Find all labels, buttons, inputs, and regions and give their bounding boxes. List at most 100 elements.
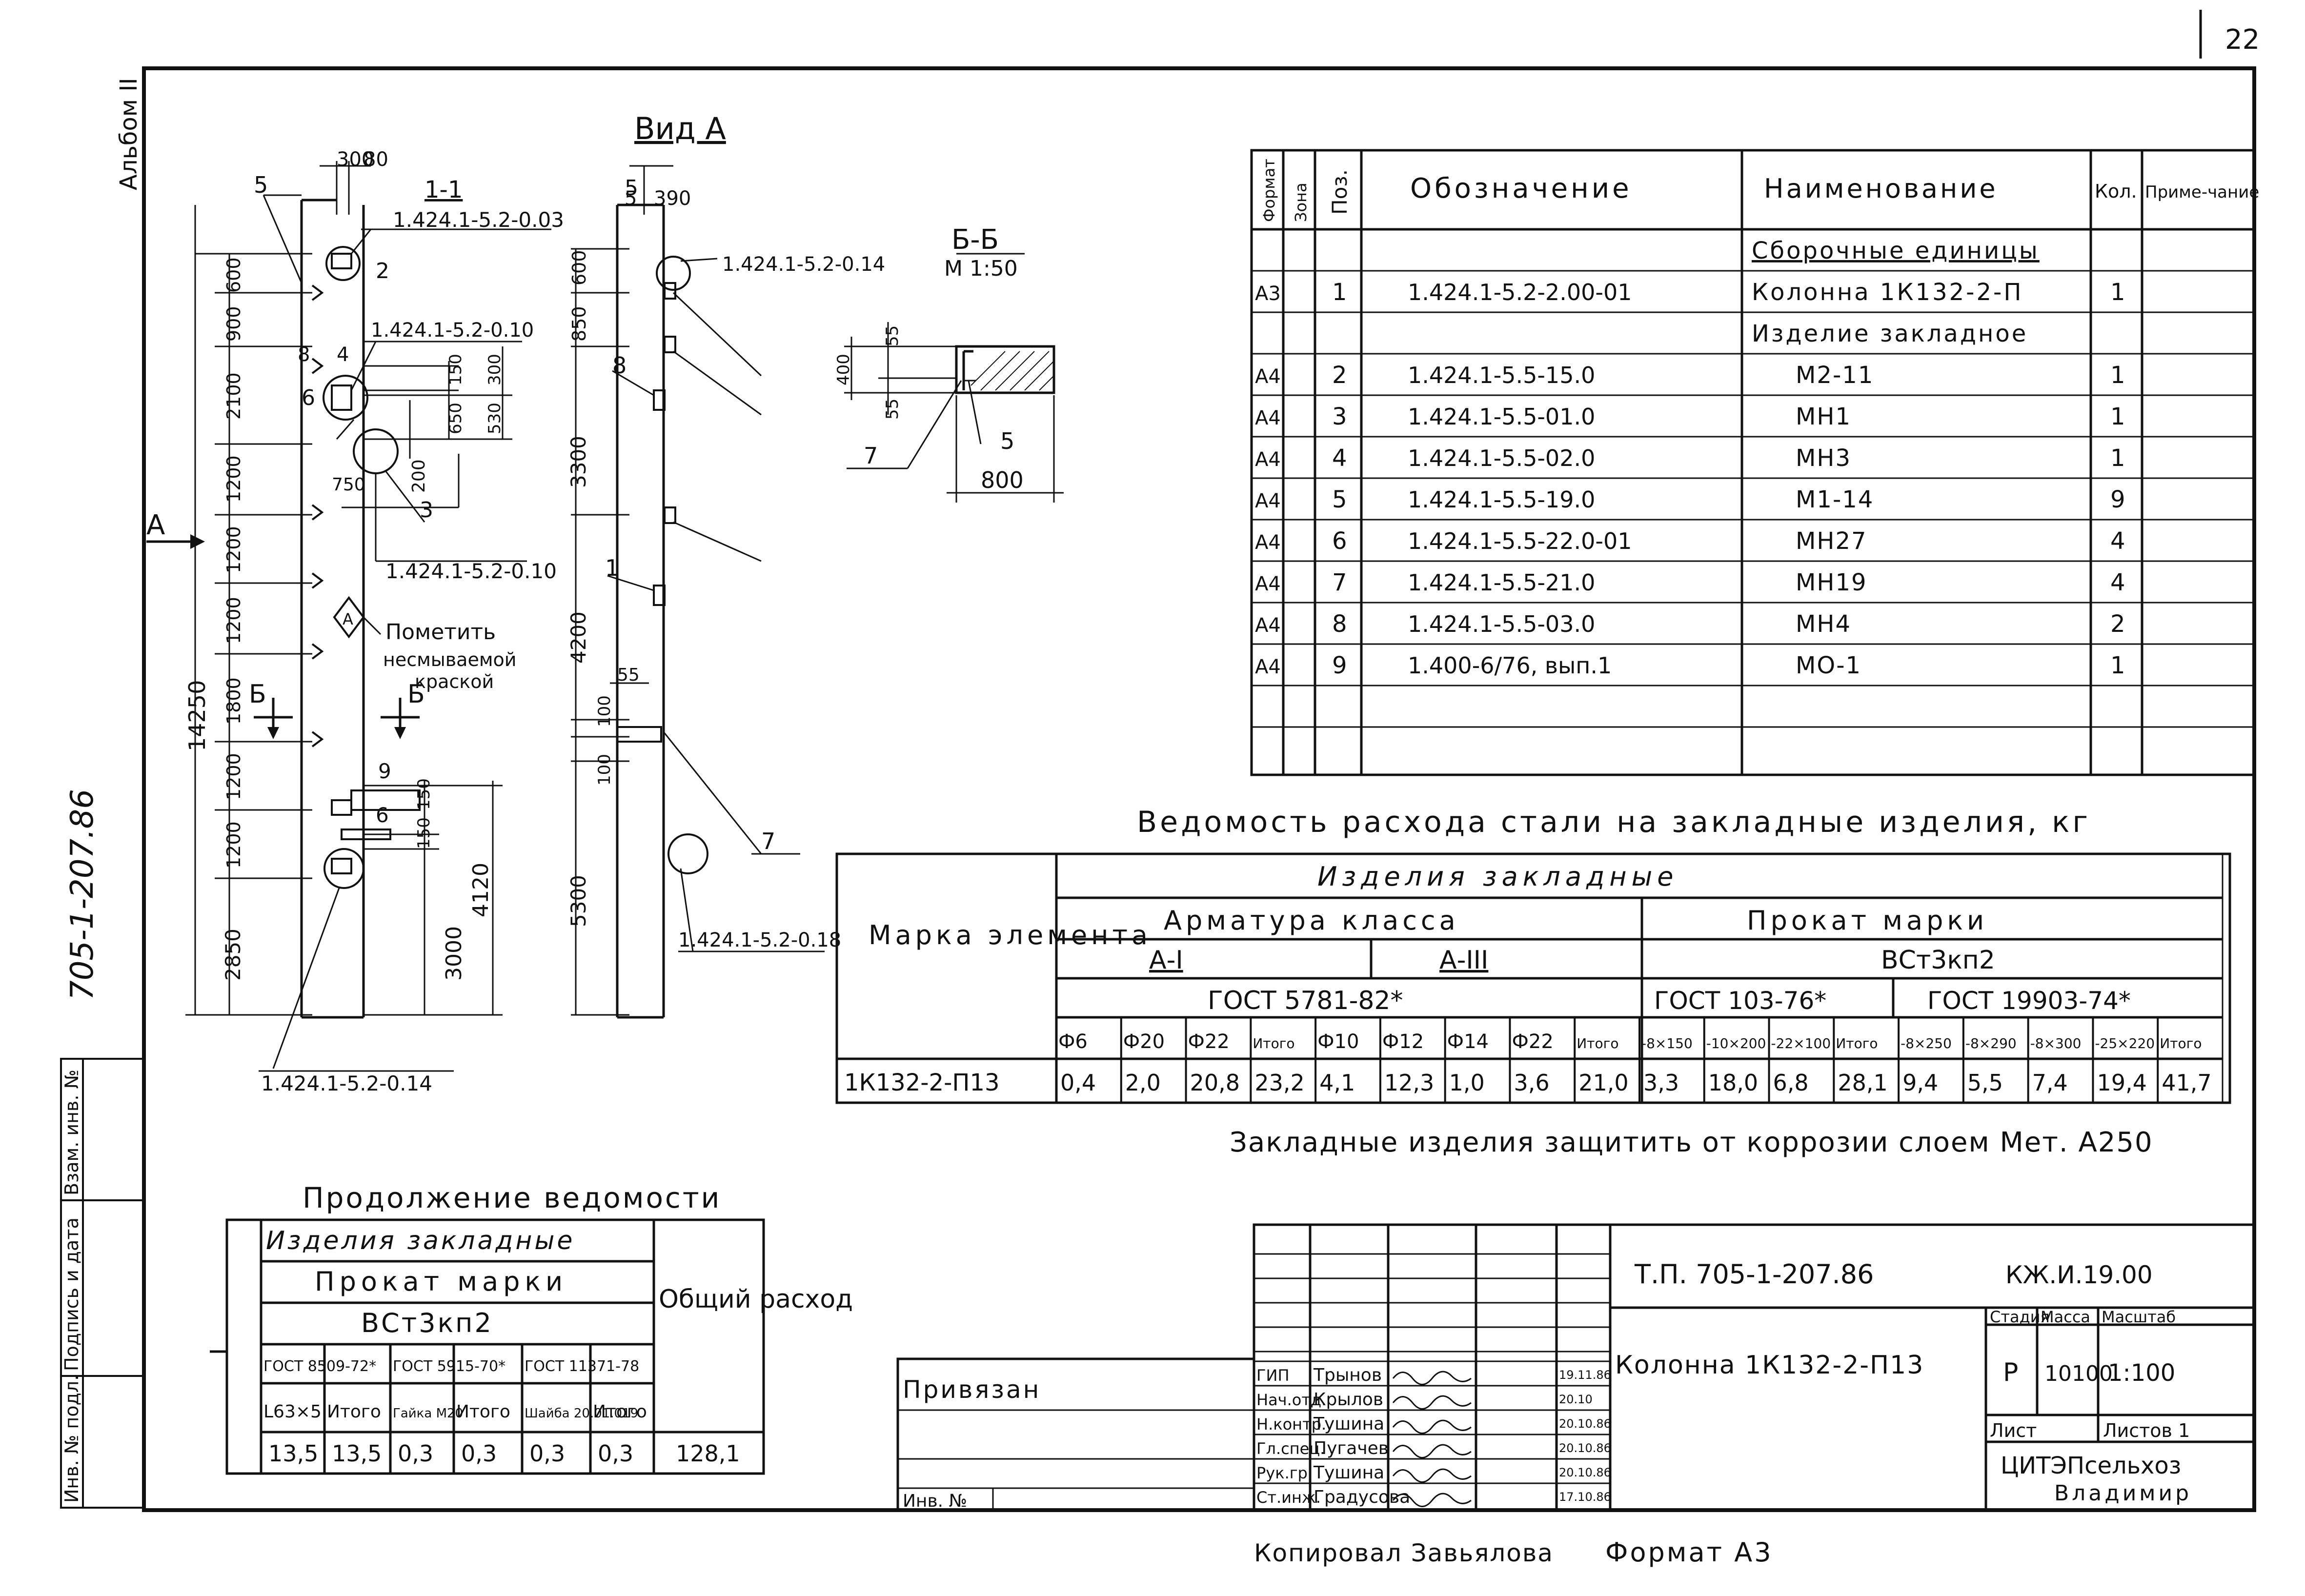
spec-row-fmt: А3 (1255, 283, 1281, 305)
cont-col-header: Итого (327, 1402, 381, 1422)
spec-header-code: Обозначение (1410, 173, 1632, 204)
spec-row-fmt: А4 (1255, 614, 1281, 637)
tb-role: Нач.отд. (1256, 1391, 1326, 1409)
title-block-labels: Т.П. 705-1-207.86 КЖ.И.19.00 Колонна 1К1… (903, 1259, 2190, 1511)
dim-150b: 150 (414, 778, 434, 810)
spec-row-qty: 4 (2110, 569, 2125, 596)
specification-header: Формат Зона Поз. Обозначение Наименовани… (1260, 159, 2259, 222)
spec-row-qty: 1 (2110, 444, 2125, 472)
spec-row-pos: 2 (1332, 362, 1347, 389)
tb-signature (1392, 1419, 1472, 1434)
spec-row-fmt: А4 (1255, 656, 1281, 678)
steel-col-header: -8×150 (1641, 1035, 1693, 1051)
steel-cell: 4,1 (1319, 1070, 1355, 1096)
view-ref-018: 1.424.1-5.2-0.18 (678, 929, 841, 951)
dim-1200d: 1200 (223, 753, 244, 800)
dim-530: 530 (485, 403, 505, 434)
spec-row-qty: 1 (2110, 362, 2125, 389)
dim-2100: 2100 (223, 372, 244, 420)
tb-mass: 10100 (2044, 1361, 2113, 1386)
spec-row-name: М2-11 (1796, 362, 1874, 389)
pos-8-label: 8 (298, 343, 310, 366)
steel-table-cells: Ф60,4Ф202,0Ф2220,8Итого23,2Ф104,1Ф1212,3… (1058, 1030, 2212, 1096)
spec-row-code: 1.424.1-5.2-2.00-01 (1408, 279, 1632, 305)
cont-col-header: Итого (593, 1402, 647, 1422)
tb-role: Ст.инж. (1256, 1488, 1321, 1507)
tb-mass-label: Масса (2041, 1308, 2090, 1326)
steel-col-header: Итого (1577, 1035, 1618, 1051)
spec-row-name: МН27 (1796, 527, 1867, 555)
dim-300: 300 (485, 354, 505, 385)
steel-col-header: -22×100 (1771, 1035, 1831, 1051)
column-elevation-labels: 300 80 1-1 1.424.1-5.2-0.03 1.424.1-5.2-… (146, 148, 564, 1095)
cont-gost-1: ГОСТ 8509-72* (263, 1358, 376, 1375)
steel-col-header: Ф20 (1123, 1030, 1165, 1053)
continuation-labels: Изделия закладные Прокат марки ВСт3кп2 О… (263, 1226, 853, 1467)
tb-inv: Инв. № (903, 1491, 967, 1511)
spec-row-fmt: А4 (1255, 448, 1281, 471)
view-a-marker: А (146, 509, 165, 541)
steel-table-labels: Марка элемента Изделия закладные Арматур… (844, 861, 2131, 1096)
spec-row-pos: 8 (1332, 610, 1347, 638)
dim-150: 150 (446, 354, 465, 385)
tb-signature (1392, 1444, 1472, 1458)
bb-pos-7: 7 (864, 443, 878, 469)
view-dim-100a: 100 (595, 695, 614, 727)
steel-rolled-grade: ВСт3кп2 (1881, 946, 1995, 975)
view-dim-5: 5 (625, 187, 637, 210)
tb-sheet-code: КЖ.И.19.00 (2005, 1261, 2153, 1289)
pos-6-label: 6 (302, 385, 315, 410)
view-pos-7: 7 (761, 828, 775, 854)
steel-row-mark: 1К132-2-П13 (844, 1069, 1000, 1096)
section-bb-scale: М 1:50 (944, 256, 1018, 281)
view-dim-100b: 100 (595, 754, 614, 786)
tb-date: 17.10.86 (1559, 1490, 1611, 1504)
steel-cell: 20,8 (1190, 1070, 1240, 1096)
view-dim-600: 600 (568, 250, 590, 285)
tb-name: Колонна 1К132-2-П13 (1615, 1351, 1924, 1380)
cont-col-header: Гайка М20 (393, 1406, 463, 1421)
sheet-format: Формат А3 (1605, 1537, 1773, 1568)
mark-note-line2: несмываемой (383, 649, 516, 670)
spec-row-fmt: А4 (1255, 407, 1281, 429)
steel-col-header: Итого (1253, 1035, 1294, 1051)
steel-rebar-header: Арматура класса (1164, 905, 1459, 936)
spec-row-name: МО-1 (1796, 652, 1861, 679)
dim-650: 650 (446, 403, 465, 434)
spec-row-code: 1.424.1-5.5-02.0 (1408, 445, 1595, 471)
view-a-labels: Вид А 5 390 1.424.1-5.2-0.14 1.424.1-5.2… (566, 111, 885, 951)
steel-cell: 6,8 (1773, 1070, 1809, 1096)
steel-col-header: -8×300 (2030, 1035, 2082, 1051)
steel-col-header: -25×220 (2095, 1035, 2155, 1051)
title-block (896, 1223, 2256, 1512)
tb-sheets-label: Листов 1 (2103, 1420, 2190, 1441)
side-stamp-sign: Подпись и дата (61, 1217, 82, 1371)
tb-project: Т.П. 705-1-207.86 (1634, 1259, 1874, 1290)
section-bb-title: Б-Б (951, 224, 999, 256)
view-dim-850: 850 (568, 306, 590, 342)
spec-header-pos: Поз. (1328, 169, 1352, 215)
tb-sheet-label: Лист (1990, 1420, 2037, 1441)
view-dim-5300: 5300 (566, 875, 590, 927)
steel-col-header: -8×250 (1901, 1035, 1952, 1051)
spec-row-name: М1-14 (1796, 486, 1874, 513)
spec-row-pos: 7 (1332, 569, 1347, 596)
steel-rolled-header: Прокат марки (1747, 905, 1988, 936)
steel-cell: 0,4 (1060, 1070, 1096, 1096)
pos-4-label: 4 (337, 343, 349, 366)
dim-overall-14250: 14250 (184, 680, 210, 751)
section-b-b (844, 253, 1064, 503)
steel-table-title: Ведомость расхода стали на закладные изд… (1137, 805, 2091, 839)
tb-scale-label: Масштаб (2102, 1308, 2176, 1326)
spec-row-name: МН1 (1796, 403, 1851, 430)
steel-cell: 12,3 (1384, 1070, 1434, 1096)
dim-3000: 3000 (442, 926, 466, 981)
spec-row-qty: 9 (2110, 486, 2125, 513)
side-project-code: 705-1-207.86 (64, 789, 101, 1000)
section-b-marker-left: Б (249, 680, 266, 709)
album-label: Альбом II (115, 78, 142, 190)
tb-date: 20.10.86 (1559, 1466, 1611, 1479)
spec-row-pos: 1 (1332, 279, 1347, 306)
tb-date: 20.10 (1559, 1393, 1593, 1406)
